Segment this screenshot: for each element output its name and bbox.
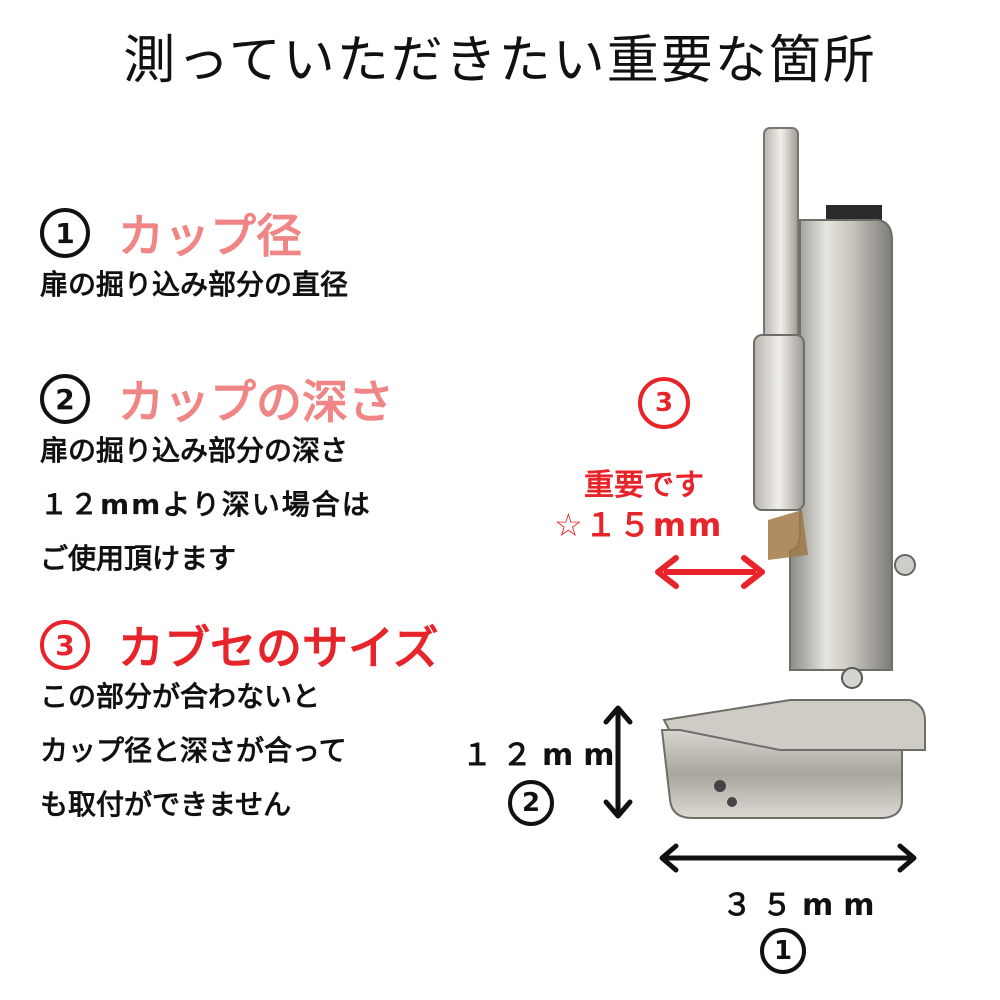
section-heading-overlay-size: カブセのサイズ (118, 621, 439, 675)
cup-rivet-icon (714, 780, 726, 792)
page-title: 測っていただきたい重要な箇所 (123, 31, 877, 91)
desc-line: １２mmより深い場合は (40, 488, 372, 521)
mounting-plate-strip (763, 127, 799, 359)
depth-number-circle: 2 (508, 780, 554, 826)
number-circle-2: 2 (40, 374, 90, 424)
overlay-number-circle: 3 (638, 377, 690, 429)
section-heading-cup-depth: カップの深さ (118, 375, 394, 429)
depth-arrow-icon (603, 705, 633, 819)
depth-value-label: １２mm (462, 738, 625, 773)
desc-line: この部分が合わないと (40, 680, 321, 713)
desc-line: 扉の掘り込み部分の深さ (40, 434, 349, 467)
section-cup-depth-desc: 扉の掘り込み部分の深さ １２mmより深い場合は ご使用頂けます (40, 424, 372, 586)
desc-line: も取付ができません (40, 788, 292, 821)
number-circle-3: 3 (40, 620, 90, 670)
cup-rivet-icon (727, 797, 737, 807)
screw-icon (841, 667, 863, 689)
overlay-arrow-icon (655, 555, 765, 589)
diameter-number-circle: 1 (760, 928, 806, 974)
desc-line: 扉の掘り込み部分の直径 (40, 268, 349, 301)
diameter-arrow-icon (659, 843, 917, 873)
hinge-front-block (753, 334, 805, 511)
hinge-bronze-edge (768, 510, 808, 560)
section-overlay-size-desc: この部分が合わないと カップ径と深さが合って も取付ができません (40, 670, 347, 832)
section-cup-diameter-desc: 扉の掘り込み部分の直径 (40, 258, 348, 312)
hinge-arm (789, 219, 893, 671)
diameter-value-label: ３５mm (722, 888, 885, 923)
screw-icon (894, 554, 916, 576)
desc-line: カップ径と深さが合って (40, 734, 347, 767)
hinge-cup (660, 729, 903, 819)
section-cup-diameter-header: 1 カップ径 (40, 200, 302, 266)
overlay-important-label: 重要です (584, 468, 704, 503)
desc-line: ご使用頂けます (40, 542, 237, 575)
overlay-size-label: ☆１５mm (554, 506, 724, 544)
section-heading-cup-diameter: カップ径 (118, 209, 302, 263)
number-circle-1: 1 (40, 208, 90, 258)
hinge-photo (660, 127, 926, 819)
section-overlay-size-header: 3 カブセのサイズ (40, 612, 439, 678)
section-cup-depth-header: 2 カップの深さ (40, 366, 394, 432)
